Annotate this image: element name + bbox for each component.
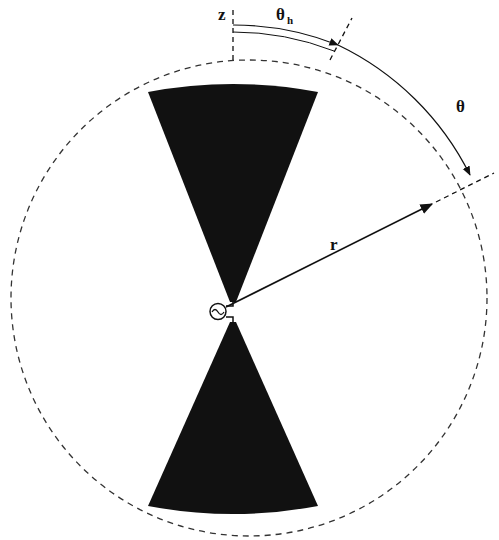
- polar-angle-arc: [338, 45, 470, 175]
- axis-label: z: [218, 6, 226, 23]
- angle-subscript: h: [287, 15, 293, 26]
- upper-cone: [148, 84, 318, 302]
- cone-angle-line: [330, 18, 352, 60]
- sphere-outline: [11, 60, 487, 536]
- radius-extension: [436, 173, 494, 202]
- cone-angle-arc: [233, 32, 334, 51]
- radius-label: r: [330, 236, 338, 253]
- angle-label: θ: [276, 6, 285, 23]
- source-symbol: [210, 304, 226, 320]
- cone-angle-arc: [233, 25, 338, 45]
- angle-label: θ: [456, 98, 465, 115]
- z-axis: [232, 10, 233, 60]
- radius-vector: [226, 204, 432, 307]
- source-wave: [212, 310, 224, 315]
- lower-cone: [148, 322, 318, 514]
